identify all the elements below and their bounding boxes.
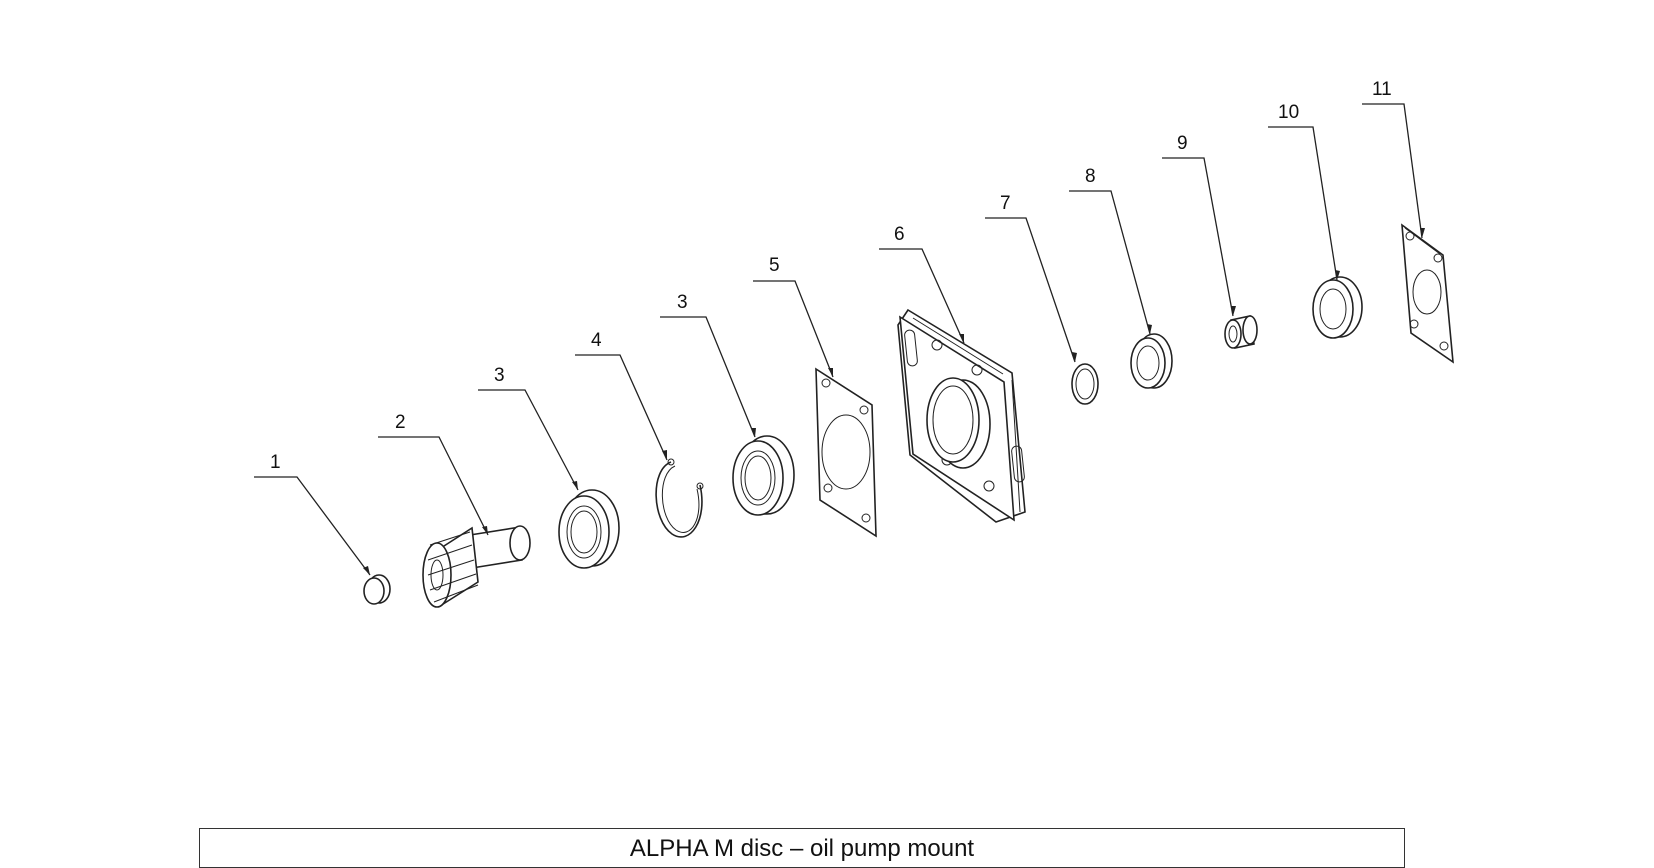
part-9-needle-bushing xyxy=(1224,315,1258,349)
callout-11: 11 xyxy=(1372,79,1392,100)
part-1-cap xyxy=(363,574,391,605)
title-block: ALPHA M disc – oil pump mount xyxy=(199,828,1405,868)
callout-10: 10 xyxy=(1278,102,1299,123)
callout-6: 6 xyxy=(894,224,905,245)
leader-lines xyxy=(254,103,1425,576)
part-8-seal xyxy=(1130,333,1173,389)
part-10-bearing xyxy=(1312,276,1363,339)
part-11-cover-plate xyxy=(1401,223,1454,364)
callout-5: 5 xyxy=(769,255,780,276)
callout-8: 8 xyxy=(1085,166,1096,187)
part-4-circlip xyxy=(655,458,704,538)
callout-1: 1 xyxy=(270,452,281,473)
part-5-gasket xyxy=(815,367,877,538)
callout-3-right: 3 xyxy=(677,292,688,313)
part-3-bearing-right xyxy=(732,435,795,516)
callout-4: 4 xyxy=(591,330,602,351)
part-6-mount-flange xyxy=(897,308,1026,523)
part-2-bevel-gear xyxy=(422,525,531,608)
callout-numbers: 1 2 3 4 3 5 6 7 8 9 10 11 xyxy=(270,79,1392,473)
part-3-bearing-left xyxy=(558,489,620,569)
callout-2: 2 xyxy=(395,412,406,433)
callout-3-left: 3 xyxy=(494,365,505,386)
part-7-ring xyxy=(1071,363,1099,405)
callout-7: 7 xyxy=(1000,193,1011,214)
callout-9: 9 xyxy=(1177,133,1188,154)
diagram-title: ALPHA M disc – oil pump mount xyxy=(629,835,975,862)
